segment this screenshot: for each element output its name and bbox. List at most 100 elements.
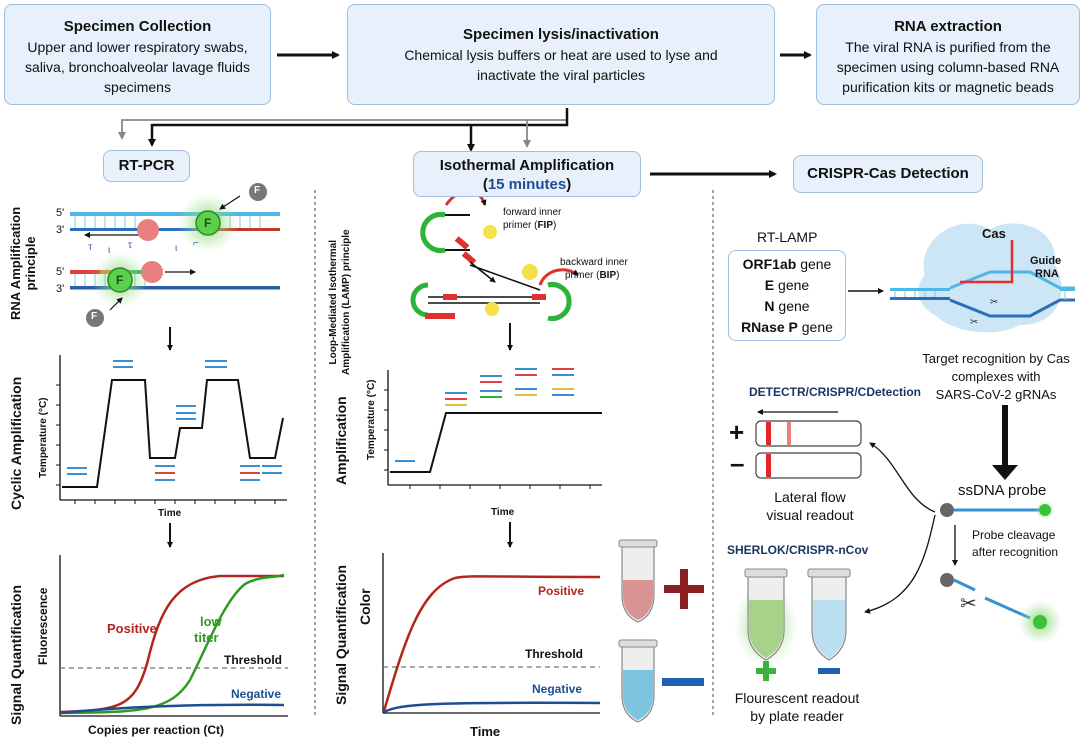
cas-label: Cas xyxy=(982,226,1006,241)
rtpcr-label: RT-PCR xyxy=(118,157,175,174)
fluorophore-label-4: F xyxy=(91,311,98,322)
target-recognition-text: Target recognition by Cas complexes with… xyxy=(906,350,1084,404)
lowtiter-label-1: low xyxy=(200,614,222,629)
fluorescence-axis: Fluorescence xyxy=(36,587,50,665)
rtpcr-time-axis: Time xyxy=(158,508,182,519)
rna-extraction-line1: The viral RNA is purified from the xyxy=(845,39,1051,55)
rtpcr-principle-illustration: т ι τ ι ⌐ xyxy=(70,183,280,327)
specimen-lysis-line1: Chemical lysis buffers or heat are used … xyxy=(404,47,718,63)
gene-n-name: N xyxy=(764,298,775,314)
lateral-line2: visual readout xyxy=(766,507,854,523)
specimen-lysis-title: Specimen lysis/inactivation xyxy=(463,26,659,43)
fluorescence-chart xyxy=(59,555,288,717)
lateral-flow-text: Lateral flow visual readout xyxy=(745,488,875,524)
iso-close: ) xyxy=(566,176,572,193)
lamp-negative-label: Negative xyxy=(532,682,583,696)
bip-line2: primer (BIP) xyxy=(565,270,619,281)
lamp-label-line1: Loop-Mediated Isothermal xyxy=(328,240,339,365)
specimen-collection-box: Specimen Collection Upper and lower resp… xyxy=(4,4,271,105)
dna-glyphs xyxy=(67,360,282,481)
svg-text:✂: ✂ xyxy=(960,593,977,615)
lamp-x-axis: Time xyxy=(470,724,501,739)
lamp-threshold-label: Threshold xyxy=(525,647,584,661)
negative-curve xyxy=(59,703,285,715)
strand-3-bottom: 3' xyxy=(56,283,65,295)
fluor-line1: Flourescent readout xyxy=(734,690,860,706)
bip-suffix: ) xyxy=(616,270,620,281)
svg-text:ι: ι xyxy=(175,243,177,254)
gene-e-name: E xyxy=(764,277,775,293)
lamp-principle-illustration xyxy=(410,189,579,321)
lamp-positive-label: Positive xyxy=(538,584,585,598)
lateral-flow-strips xyxy=(755,409,862,479)
fluorescent-tubes xyxy=(734,568,851,681)
strand-5-bottom: 5' xyxy=(56,266,65,278)
lamp-temp-axis: Temperature (°C) xyxy=(366,379,377,461)
gene-n-suffix: gene xyxy=(774,298,810,314)
fluor-line2: by plate reader xyxy=(750,708,844,724)
fluorophore-label-2: F xyxy=(204,216,212,230)
rna-extraction-line3: purification kits or magnetic beads xyxy=(842,79,1054,95)
specimen-collection-line3: specimens xyxy=(104,79,171,95)
rtlamp-gene-box: ORF1ab gene E gene N gene RNase P gene xyxy=(728,250,846,341)
lamp-signal-label: Signal Quantification xyxy=(333,564,349,705)
specimen-lysis-box: Specimen lysis/inactivation Chemical lys… xyxy=(347,4,775,105)
svg-text:✂: ✂ xyxy=(970,317,978,328)
gene-orf1ab-name: ORF1ab xyxy=(742,256,797,272)
rna-amp-label-line2: principle xyxy=(23,236,38,291)
lateral-line1: Lateral flow xyxy=(774,489,846,505)
gene-rnasep-suffix: gene xyxy=(797,319,833,335)
rna-extraction-box: RNA extraction The viral RNA is purified… xyxy=(816,4,1080,105)
specimen-lysis-line2: inactivate the viral particles xyxy=(476,67,646,83)
cleave-line1: Probe cleavage xyxy=(972,528,1056,542)
isothermal-time: 15 minutes xyxy=(487,176,567,193)
gene-n: N gene xyxy=(729,296,845,317)
gene-rnasep: RNase P gene xyxy=(729,317,845,338)
rna-amp-principle-label: RNA Amplification principle xyxy=(8,207,38,320)
cyclic-amp-label: Cyclic Amplification xyxy=(8,376,24,510)
lamp-time-axis: Time xyxy=(491,507,515,518)
rtlamp-title: RT-LAMP xyxy=(757,229,818,245)
strip-minus-sign: – xyxy=(730,448,745,478)
lamp-amp-label: Amplification xyxy=(333,396,349,485)
fip-line1: forward inner xyxy=(503,207,562,218)
gene-rnasep-name: RNase P xyxy=(741,319,798,335)
lamp-principle-label: Loop-Mediated Isothermal Amplification (… xyxy=(327,229,353,375)
rtpcr-box: RT-PCR xyxy=(103,150,190,182)
fip-prefix: primer ( xyxy=(503,220,538,231)
gene-orf1ab: ORF1ab gene xyxy=(729,254,845,275)
lowtiter-curve xyxy=(59,573,285,715)
positive-label: Positive xyxy=(107,621,157,636)
fluorescent-readout-text: Flourescent readout by plate reader xyxy=(722,689,872,725)
guide-rna-line2: RNA xyxy=(1035,268,1059,280)
rtpcr-threshold-label: Threshold xyxy=(224,653,283,667)
svg-text:⌐: ⌐ xyxy=(193,238,199,249)
isothermal-box: Isothermal Amplification (15 minutes) xyxy=(413,151,641,197)
bip-abbr: BIP xyxy=(599,270,617,281)
ssdna-probe-label: ssDNA probe xyxy=(958,482,1047,499)
fip-suffix: ) xyxy=(553,220,557,231)
svg-text:τ: τ xyxy=(128,240,132,251)
rtpcr-negative-label: Negative xyxy=(231,687,282,701)
strand-3-top: 3' xyxy=(56,224,65,236)
lowtiter-label-2: titer xyxy=(194,630,219,645)
crispr-box: CRISPR-Cas Detection xyxy=(793,155,983,193)
cas-complex-illustration: ✂ ✂ xyxy=(890,223,1075,333)
strand-5-top: 5' xyxy=(56,207,65,219)
lamp-label-line2: Amplification (LAMP) principle xyxy=(341,229,352,375)
recog-line2: complexes with xyxy=(951,369,1041,384)
fip-abbr: FIP xyxy=(537,220,554,231)
cyclic-temperature-chart xyxy=(56,355,287,504)
svg-text:т: т xyxy=(88,242,93,253)
specimen-collection-title: Specimen Collection xyxy=(63,18,212,35)
recog-line3: SARS-CoV-2 gRNAs xyxy=(935,387,1057,402)
gene-e: E gene xyxy=(729,275,845,296)
specimen-collection-line1: Upper and lower respiratory swabs, xyxy=(27,39,248,55)
probe-illustration: ✂ xyxy=(940,500,1062,644)
fluorophore-label-1: F xyxy=(254,185,261,196)
fluorophore-label-3: F xyxy=(116,273,124,287)
gene-orf1ab-suffix: gene xyxy=(796,256,832,272)
svg-text:ι: ι xyxy=(108,245,110,256)
rtpcr-temp-axis: Temperature (°C) xyxy=(38,397,49,479)
